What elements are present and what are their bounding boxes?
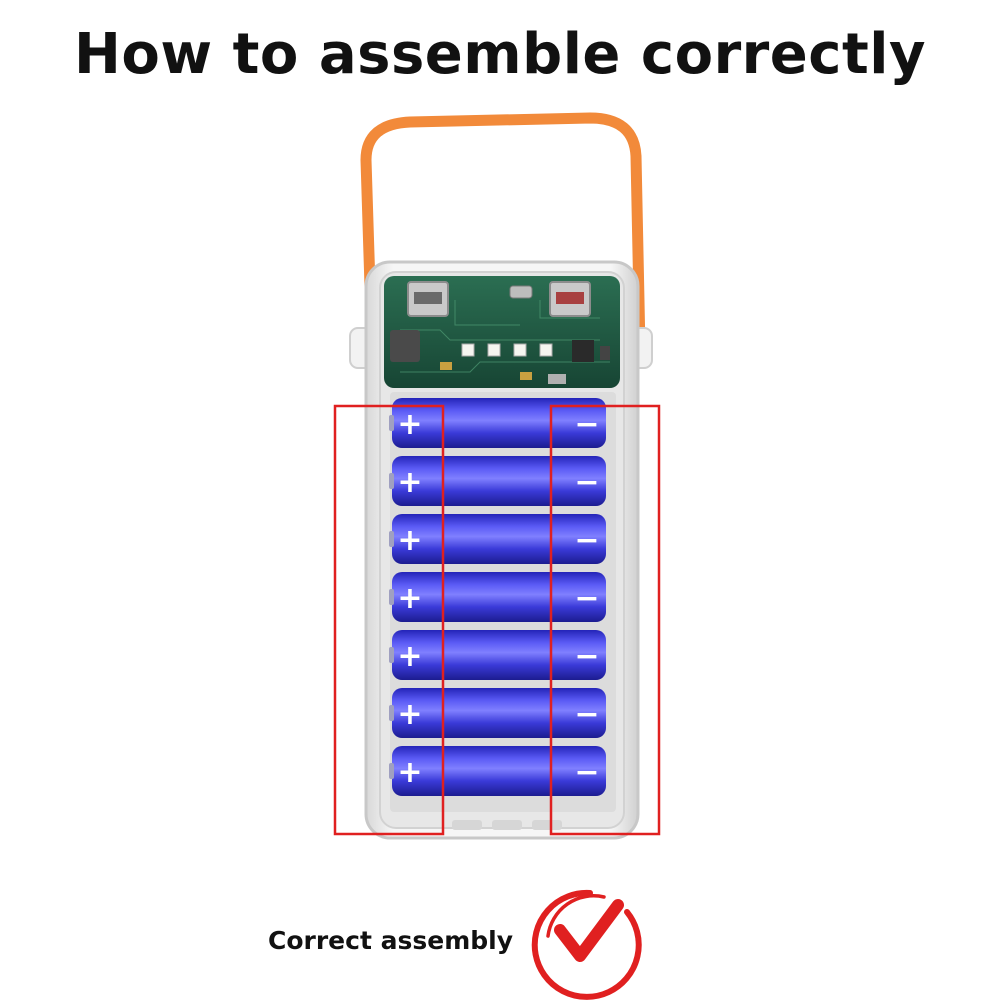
negative-terminal-label: − [574,755,599,790]
battery-stack: +−+−+−+−+−+−+− [389,398,606,796]
highlight-box-negative [549,404,661,836]
positive-terminal-label: + [397,465,422,500]
positive-terminal-label: + [397,639,422,674]
battery: +− [389,572,606,622]
led-icon [513,343,527,357]
led-icon [539,343,553,357]
positive-terminal-label: + [397,581,422,616]
negative-terminal-label: − [574,581,599,616]
battery: +− [389,746,606,796]
usb-port-icon [407,281,449,317]
micro-usb-port [509,285,533,299]
inductor [390,330,420,362]
positive-terminal-label: + [397,755,422,790]
led-icon [461,343,475,357]
positive-terminal-label: + [397,407,422,442]
battery: +− [389,456,606,506]
checkmark-circle-icon [531,889,642,1000]
negative-terminal-label: − [574,697,599,732]
negative-terminal-label: − [574,407,599,442]
caption-correct-assembly: Correct assembly [268,926,514,955]
usb-port-icon [549,281,591,317]
positive-terminal-label: + [397,523,422,558]
positive-terminal-label: + [397,697,422,732]
highlight-box-positive [333,404,445,836]
battery: +− [389,688,606,738]
led-icon [487,343,501,357]
negative-terminal-label: − [574,523,599,558]
battery: +− [389,398,606,448]
page-title: How to assemble correctly [74,22,926,87]
negative-terminal-label: − [574,639,599,674]
handle [360,112,646,356]
battery: +− [389,514,606,564]
battery: +− [389,630,606,680]
negative-terminal-label: − [574,465,599,500]
